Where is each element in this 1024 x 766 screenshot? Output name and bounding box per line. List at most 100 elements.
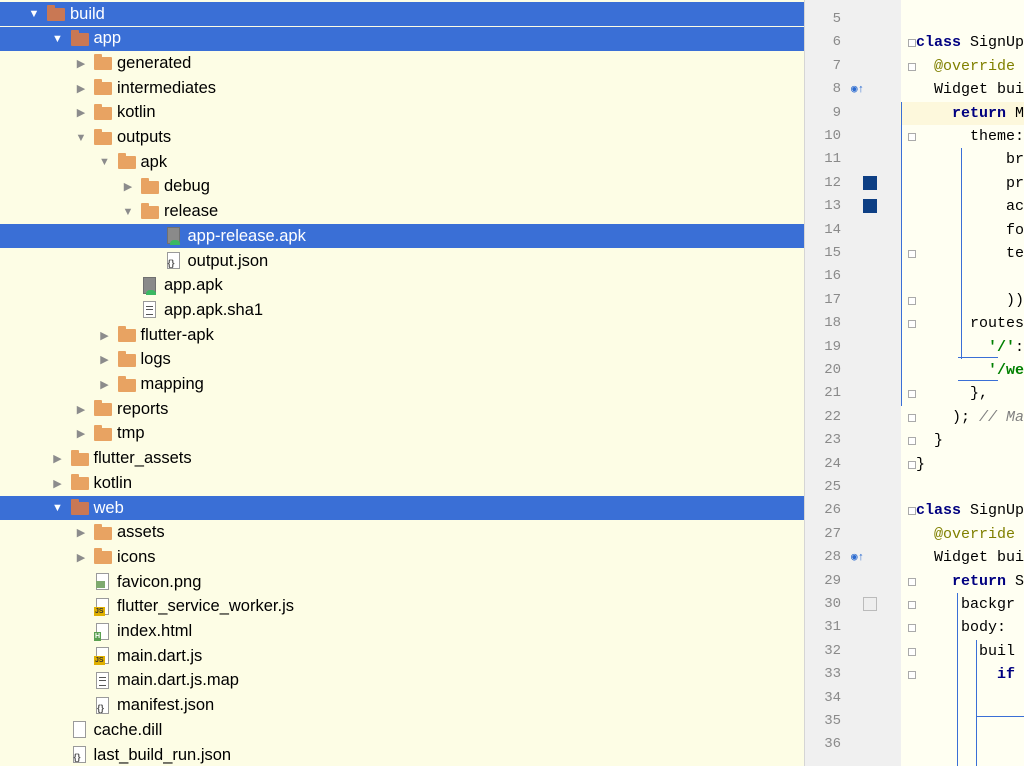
tree-row-assets[interactable]: ▶assets: [0, 521, 804, 545]
code-line[interactable]: routes: [916, 312, 1024, 335]
tree-row-manifest-json[interactable]: {}manifest.json: [0, 694, 804, 718]
code-line[interactable]: }: [916, 429, 943, 452]
code-line[interactable]: fo: [916, 219, 1024, 242]
code-line[interactable]: te: [916, 242, 1024, 265]
override-method-icon[interactable]: ◉↑: [851, 84, 865, 97]
tree-row-main-dart-js-map[interactable]: main.dart.js.map: [0, 669, 804, 693]
tree-row-app-apk-sha1[interactable]: app.apk.sha1: [0, 298, 804, 322]
fold-icon[interactable]: [908, 577, 916, 586]
override-method-icon[interactable]: ◉↑: [851, 552, 865, 565]
fold-icon[interactable]: [908, 390, 916, 399]
chevron-down-icon[interactable]: ▼: [52, 32, 63, 45]
code-line[interactable]: @override: [916, 55, 1015, 78]
fold-icon[interactable]: [908, 601, 916, 609]
fold-icon[interactable]: [908, 39, 916, 48]
tree-row-kotlin[interactable]: ▶ kotlin: [0, 101, 804, 125]
chevron-right-icon[interactable]: ▶: [76, 82, 86, 95]
chevron-right-icon[interactable]: ▶: [100, 354, 109, 367]
fold-icon[interactable]: [908, 320, 916, 329]
chevron-down-icon[interactable]: ▼: [99, 156, 110, 169]
code-line[interactable]: ); // Ma: [916, 406, 1024, 429]
tree-row-last-build-run-json[interactable]: {}last_build_run.json: [0, 743, 804, 766]
tree-row-flutter-apk[interactable]: ▶flutter-apk: [0, 323, 804, 347]
chevron-right-icon[interactable]: ▶: [100, 379, 109, 391]
code-line[interactable]: return M: [916, 102, 1024, 125]
fold-icon[interactable]: [908, 624, 916, 633]
tree-row-apk[interactable]: ▼apk: [0, 150, 804, 174]
color-swatch-icon[interactable]: [863, 175, 877, 190]
tree-row-generated[interactable]: ▶generated: [0, 51, 804, 75]
tree-row-kotlin[interactable]: ▶kotlin: [0, 471, 804, 495]
code-line[interactable]: )): [916, 289, 1024, 312]
code-line[interactable]: pr: [916, 172, 1024, 195]
fold-icon[interactable]: [908, 62, 916, 71]
tree-item-label: kotlin: [117, 103, 156, 122]
tree-row-app-apk[interactable]: app.apk: [0, 274, 804, 298]
code-line[interactable]: },: [916, 382, 988, 405]
code-line[interactable]: body:: [916, 616, 1006, 639]
code-line[interactable]: theme:: [916, 125, 1024, 148]
code-line[interactable]: }: [916, 453, 925, 476]
chevron-down-icon[interactable]: ▼: [122, 205, 134, 218]
code-line[interactable]: class SignUp: [916, 499, 1024, 522]
code-line[interactable]: @override: [916, 523, 1015, 546]
tree-row-outputs[interactable]: ▼outputs: [0, 126, 804, 150]
fold-icon[interactable]: [908, 437, 916, 446]
code-line[interactable]: buil: [916, 640, 1015, 663]
fold-icon[interactable]: [908, 460, 916, 469]
tree-row-release[interactable]: ▼release: [0, 200, 804, 224]
tree-row-build[interactable]: ▼build: [0, 2, 804, 26]
tree-row-web[interactable]: ▼web: [0, 496, 804, 520]
tree-row-cache-dill[interactable]: cache.dill: [0, 718, 804, 742]
tree-row-flutter-assets[interactable]: ▶flutter_assets: [0, 447, 804, 471]
folder-icon: [93, 54, 113, 72]
chevron-right-icon[interactable]: ▶: [76, 107, 86, 120]
fold-icon[interactable]: [908, 671, 916, 680]
chevron-down-icon[interactable]: ▼: [52, 502, 63, 514]
tree-row-favicon-png[interactable]: favicon.png: [0, 570, 804, 594]
code-line[interactable]: if: [916, 663, 1015, 686]
chevron-right-icon[interactable]: ▶: [123, 181, 133, 194]
chevron-right-icon[interactable]: ▶: [76, 428, 86, 441]
code-line[interactable]: class SignUp: [916, 31, 1024, 54]
fold-icon[interactable]: [908, 413, 916, 422]
chevron-right-icon[interactable]: ▶: [76, 57, 86, 70]
chevron-right-icon[interactable]: ▶: [100, 329, 109, 342]
tree-row-logs[interactable]: ▶logs: [0, 348, 804, 372]
chevron-right-icon[interactable]: ▶: [76, 551, 86, 564]
fold-icon[interactable]: [908, 507, 916, 516]
code-line[interactable]: return S: [916, 570, 1024, 593]
fold-icon[interactable]: [908, 250, 916, 258]
code-line[interactable]: backgr: [916, 593, 1015, 616]
chevron-right-icon[interactable]: ▶: [76, 403, 86, 416]
tree-row-icons[interactable]: ▶icons: [0, 545, 804, 569]
chevron-down-icon[interactable]: ▼: [28, 8, 40, 20]
fold-icon[interactable]: [908, 296, 916, 305]
fold-icon[interactable]: [908, 133, 916, 141]
chevron-right-icon[interactable]: ▶: [76, 527, 86, 540]
code-line[interactable]: Widget bui: [916, 78, 1024, 101]
color-swatch-icon[interactable]: [863, 597, 877, 611]
fold-icon[interactable]: [908, 647, 916, 656]
tree-row-mapping[interactable]: ▶mapping: [0, 373, 804, 397]
tree-row-app[interactable]: ▼app: [0, 26, 804, 51]
chevron-down-icon[interactable]: ▼: [75, 131, 87, 144]
code-line[interactable]: Widget bui: [916, 546, 1024, 569]
color-swatch-icon[interactable]: [863, 199, 877, 214]
tree-row-tmp[interactable]: ▶tmp: [0, 422, 804, 446]
code-line[interactable]: '/':: [916, 336, 1024, 359]
code-line[interactable]: br: [916, 148, 1024, 171]
tree-row-debug[interactable]: ▶debug: [0, 175, 804, 199]
tree-row-app-release-apk[interactable]: app-release.apk: [0, 224, 804, 249]
tree-row-intermediates[interactable]: ▶intermediates: [0, 76, 804, 100]
chevron-right-icon[interactable]: ▶: [53, 477, 62, 490]
code-line[interactable]: ac: [916, 195, 1024, 218]
tree-row-output-json[interactable]: {}output.json: [0, 249, 804, 273]
chevron-right-icon[interactable]: ▶: [53, 453, 62, 466]
tree-row-reports[interactable]: ▶reports: [0, 397, 804, 421]
code-line[interactable]: '/we: [916, 359, 1024, 382]
